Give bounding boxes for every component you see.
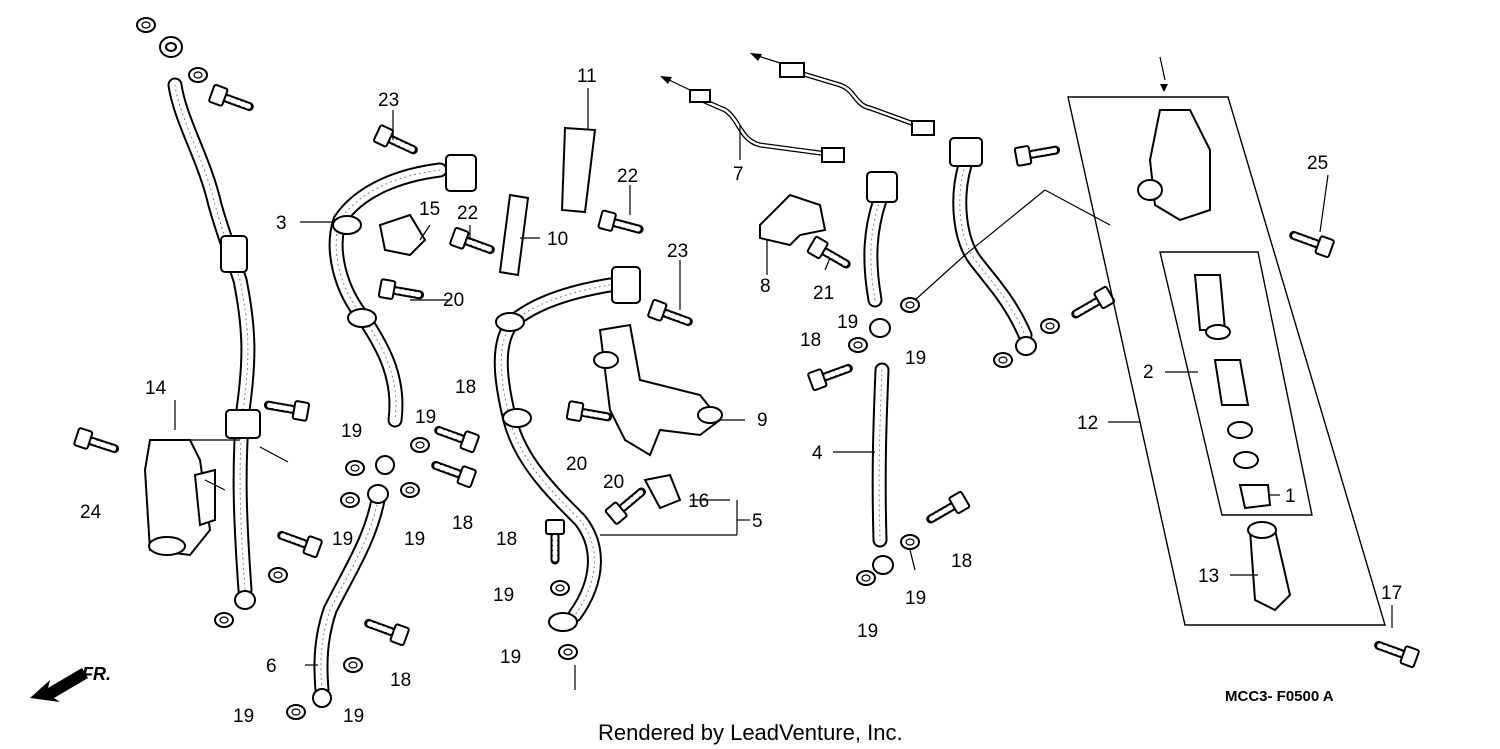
- part-hose-right: [949, 138, 1115, 368]
- leader-lines: [174, 88, 1393, 690]
- callout-16: 16: [688, 491, 709, 512]
- callout-20b: 20: [566, 454, 587, 475]
- callout-19l: 19: [857, 621, 878, 642]
- credit-text: Rendered by LeadVenture, Inc.: [598, 720, 903, 745]
- callout-4: 4: [812, 443, 823, 464]
- callout-20a: 20: [443, 290, 464, 311]
- callout-10: 10: [547, 229, 568, 250]
- part-caliper-bracket: [74, 428, 216, 557]
- callout-19j: 19: [905, 348, 926, 369]
- part-left-hose-assembly: [136, 17, 309, 628]
- callout-9: 9: [757, 410, 768, 431]
- callout-5: 5: [752, 511, 763, 532]
- part-hose-3: [328, 125, 493, 508]
- callout-22a: 22: [457, 203, 478, 224]
- callout-15: 15: [419, 199, 440, 220]
- diagram-code: MCC3- F0500 A: [1225, 688, 1334, 705]
- callout-6: 6: [266, 656, 277, 677]
- callout-18b: 18: [452, 513, 473, 534]
- part-pipe-7: [660, 76, 845, 163]
- callout-18e: 18: [800, 330, 821, 351]
- part-bracket-10: [498, 193, 530, 277]
- part-pipe-upper: [750, 53, 935, 136]
- callout-17: 17: [1381, 583, 1402, 604]
- part-bracket-11: [560, 126, 597, 214]
- part-bracket-8: [759, 193, 851, 272]
- callout-19c: 19: [332, 529, 353, 550]
- callout-18a: 18: [455, 377, 476, 398]
- callout-7: 7: [733, 164, 744, 185]
- callout-8: 8: [760, 276, 771, 297]
- callout-19f: 19: [500, 647, 521, 668]
- callout-19e: 19: [493, 585, 514, 606]
- callout-20c: 20: [603, 472, 624, 493]
- callout-19i: 19: [837, 312, 858, 333]
- callout-24: 24: [80, 502, 102, 523]
- callout-19k: 19: [905, 588, 926, 609]
- callout-14: 14: [145, 378, 167, 399]
- part-hose-4: [808, 171, 970, 586]
- part-master-cylinder: [1067, 56, 1419, 668]
- callout-23a: 23: [378, 90, 399, 111]
- callout-18f: 18: [951, 551, 972, 572]
- callout-21: 21: [813, 283, 834, 304]
- front-direction-arrow: FR.: [30, 664, 111, 702]
- callout-19a: 19: [341, 421, 362, 442]
- callout-19b: 19: [415, 407, 436, 428]
- fr-label: FR.: [82, 664, 111, 684]
- callout-18c: 18: [496, 529, 517, 550]
- part-hose-6: [279, 484, 410, 720]
- callout-23b: 23: [667, 241, 688, 262]
- part-bracket-9: [567, 323, 723, 457]
- callout-1: 1: [1285, 486, 1296, 507]
- callout-2: 2: [1143, 362, 1154, 383]
- callout-25: 25: [1307, 153, 1328, 174]
- callout-18d: 18: [390, 670, 411, 691]
- callout-13: 13: [1198, 566, 1219, 587]
- callout-3: 3: [276, 213, 287, 234]
- callout-12: 12: [1077, 413, 1098, 434]
- part-clamp-16: [605, 473, 682, 525]
- callout-19g: 19: [233, 706, 254, 727]
- part-hose-5: [493, 266, 641, 660]
- callout-labels: 1 2 3 4 5 6 7 8 9 10 11 12 13 14 15 16 1…: [80, 66, 1402, 727]
- callout-22b: 22: [617, 166, 638, 187]
- callout-19h: 19: [343, 706, 364, 727]
- callout-11: 11: [577, 66, 597, 87]
- callout-19d: 19: [404, 529, 425, 550]
